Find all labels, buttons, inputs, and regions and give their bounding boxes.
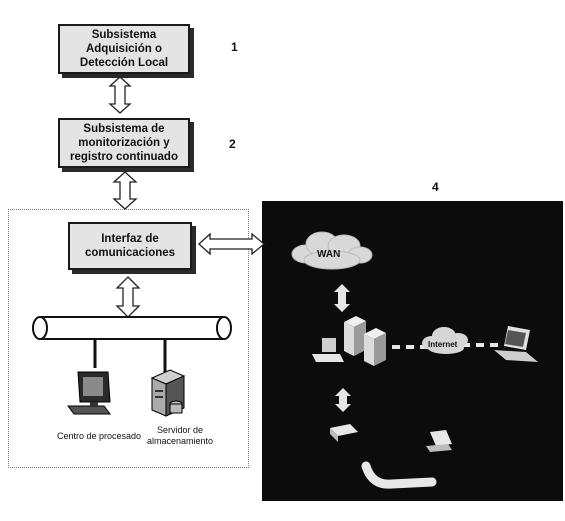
subsystem-monitoring-box: Subsistema de monitorización y registro … (58, 118, 190, 168)
arrow-interface-bus (115, 276, 141, 318)
wan-label: WAN (317, 249, 341, 260)
processing-center-label: Centro de procesado (56, 431, 142, 441)
arrow-1-2 (108, 76, 132, 114)
network-bus (32, 316, 232, 340)
label-number-2: 2 (229, 137, 236, 151)
interface-line2: comunicaciones (84, 247, 176, 259)
internet-label: Internet (428, 340, 458, 349)
laptop-icon (494, 326, 538, 362)
computer-icon (67, 371, 111, 415)
wan-link-arrow (334, 284, 350, 312)
wan-server-2-icon (364, 328, 386, 366)
communications-interface-box: Interfaz de comunicaciones (68, 222, 192, 270)
mobile-device-icon (426, 430, 452, 452)
local-network-area (8, 209, 249, 468)
subsystem2-line3: registro continuado (70, 151, 178, 163)
subsystem1-line3: Detección Local (79, 57, 169, 69)
internet-cloud-icon (422, 327, 468, 354)
subsystem2-line2: monitorización y (78, 137, 170, 149)
storage-server-label-line1: Servidor de (156, 425, 204, 435)
subsystem-acquisition-box: Subsistema Adquisición o Detección Local (58, 24, 190, 74)
subsystem1-line2: Adquisición o (85, 43, 162, 55)
subsystem1-line1: Subsistema (91, 29, 157, 41)
subsystem2-line1: Subsistema de (83, 123, 165, 135)
network-cable (361, 461, 437, 489)
label-number-4: 4 (432, 180, 439, 194)
arrow-interface-wan (198, 232, 266, 256)
wan-server-1-icon (344, 316, 366, 356)
wan-cloud-icon (291, 231, 373, 270)
wan-terminal-icon (312, 338, 344, 362)
arrow-2-interface (112, 171, 138, 210)
server-icon (150, 369, 186, 417)
printer-icon (330, 424, 358, 442)
interface-line1: Interfaz de (101, 233, 159, 245)
storage-server-label: Servidor de almacenamiento (130, 425, 230, 447)
wan-down-arrow (335, 388, 351, 412)
storage-server-label-line2: almacenamiento (146, 436, 214, 446)
label-number-1: 1 (231, 40, 238, 54)
